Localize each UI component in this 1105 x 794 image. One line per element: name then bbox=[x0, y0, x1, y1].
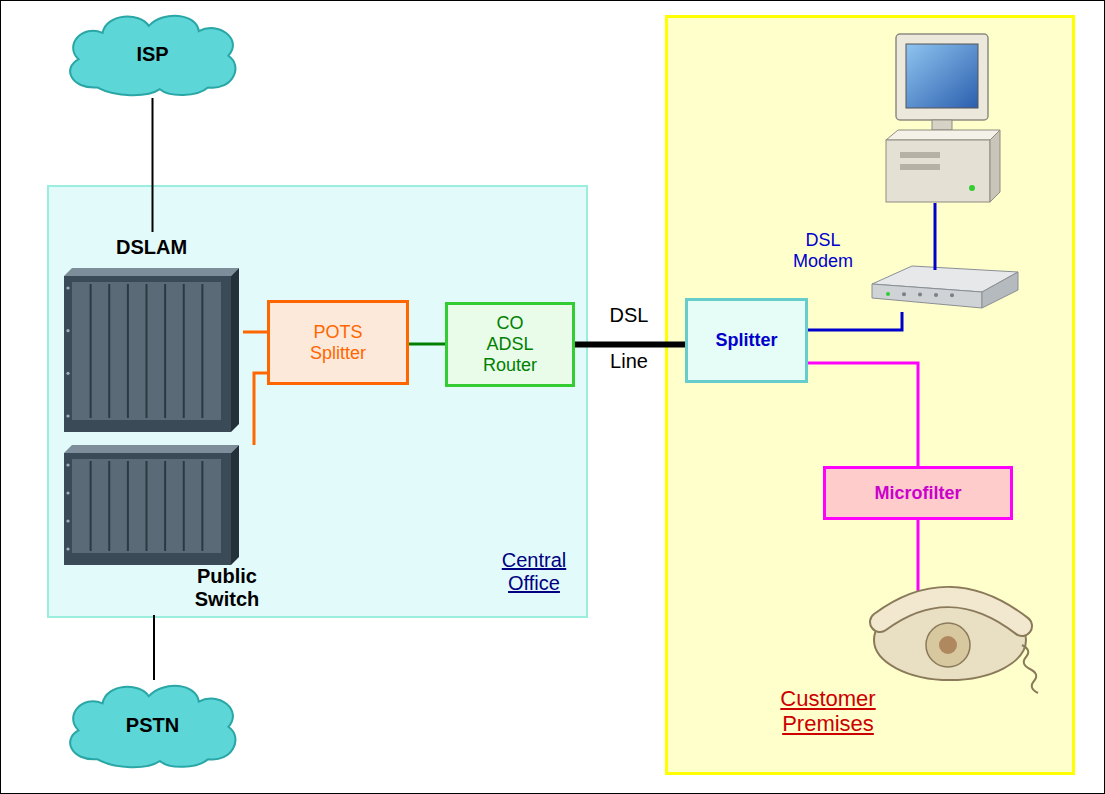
cloud: PSTN bbox=[60, 680, 245, 770]
cloud: ISP bbox=[60, 10, 245, 98]
drive-slot bbox=[900, 164, 940, 170]
rack-side bbox=[231, 445, 239, 565]
monitor-case bbox=[896, 34, 988, 120]
card-slot bbox=[183, 284, 185, 418]
filter-box: Microfilter bbox=[823, 466, 1013, 520]
connector-line bbox=[243, 331, 267, 334]
connector-line bbox=[575, 342, 685, 348]
connector-line bbox=[254, 373, 267, 445]
rack-top bbox=[64, 268, 239, 276]
card-slot bbox=[146, 461, 148, 551]
rack-front bbox=[64, 453, 231, 565]
dial-centre bbox=[939, 636, 957, 654]
router-box: CO ADSL Router bbox=[445, 302, 575, 387]
computer-icon bbox=[886, 34, 1000, 202]
modem-icon bbox=[862, 262, 1022, 312]
modem: DSL Modem bbox=[790, 222, 1022, 312]
connector-line bbox=[808, 312, 902, 330]
card-slot bbox=[164, 284, 166, 418]
modem-light bbox=[902, 292, 906, 296]
phone-cord bbox=[1022, 645, 1038, 693]
connector-line bbox=[409, 343, 445, 346]
node-label: Central Office bbox=[489, 549, 579, 595]
node-label: CO ADSL Router bbox=[478, 313, 542, 375]
card-slot bbox=[127, 461, 129, 551]
monitor-screen bbox=[906, 44, 978, 108]
node-label: Splitter bbox=[697, 330, 797, 351]
rack-side bbox=[231, 268, 239, 432]
telephone-icon bbox=[874, 597, 1038, 693]
phone-dial bbox=[926, 623, 970, 667]
line-label: DSL bbox=[599, 304, 659, 327]
modem-front bbox=[872, 284, 982, 308]
case-top bbox=[886, 130, 1000, 140]
modem-light bbox=[886, 292, 890, 296]
card-slot bbox=[90, 284, 92, 418]
modem-light bbox=[934, 293, 938, 297]
modem-side bbox=[982, 272, 1018, 308]
phone-cable bbox=[917, 520, 920, 598]
node-label: Customer Premises bbox=[772, 686, 884, 737]
rack-screw bbox=[66, 286, 69, 289]
rack-screw bbox=[66, 329, 69, 332]
office-region: Central Office DSLAM POTS Splitter CO ADSL … bbox=[47, 185, 588, 618]
dslam-rack: DSLAM bbox=[64, 232, 243, 432]
rack-top bbox=[64, 445, 239, 453]
connector-line bbox=[153, 615, 155, 680]
computer-cable bbox=[934, 203, 937, 270]
rack-equipment bbox=[64, 445, 239, 565]
rack-screw bbox=[66, 372, 69, 375]
connector-line bbox=[808, 363, 918, 466]
handset-outline bbox=[880, 597, 1022, 626]
card-slot bbox=[127, 284, 129, 418]
switch-rack: Public Switch bbox=[64, 445, 276, 615]
connector-line bbox=[152, 98, 154, 232]
modem-light bbox=[950, 293, 954, 297]
line-label: Line bbox=[599, 350, 659, 373]
rack-screw bbox=[66, 547, 69, 550]
node-label: Microfilter bbox=[843, 483, 993, 504]
monitor-neck bbox=[932, 120, 952, 130]
card-slot bbox=[201, 461, 203, 551]
rack-screw bbox=[66, 491, 69, 494]
card-slot bbox=[108, 284, 110, 418]
drive-slot bbox=[900, 152, 940, 158]
splitter-box: POTS Splitter bbox=[267, 300, 409, 385]
rack-screw bbox=[66, 414, 69, 417]
rack-equipment bbox=[64, 268, 239, 432]
rack-panel bbox=[72, 459, 221, 553]
node-label: PSTN bbox=[113, 714, 193, 737]
card-slot bbox=[201, 284, 203, 418]
card-slot bbox=[183, 461, 185, 551]
node-label: Public Switch bbox=[182, 565, 272, 611]
node-label: DSLAM bbox=[64, 236, 239, 259]
node-label: POTS Splitter bbox=[298, 322, 378, 363]
rack-screw bbox=[66, 519, 69, 522]
card-slot bbox=[146, 284, 148, 418]
rack-screw bbox=[66, 463, 69, 466]
splitter-box: Splitter bbox=[685, 298, 808, 383]
rack-panel bbox=[72, 282, 221, 420]
cloud-outline bbox=[70, 686, 235, 767]
cloud-outline bbox=[70, 16, 235, 96]
system-unit bbox=[886, 140, 990, 202]
node-label: DSL Modem bbox=[790, 230, 856, 271]
modem-light bbox=[918, 293, 922, 297]
rack-front bbox=[64, 276, 231, 432]
node-label: ISP bbox=[113, 43, 193, 66]
card-slot bbox=[108, 461, 110, 551]
case-side bbox=[990, 130, 1000, 202]
power-light bbox=[969, 185, 975, 191]
handset bbox=[880, 597, 1022, 626]
card-slot bbox=[90, 461, 92, 551]
card-slot bbox=[164, 461, 166, 551]
